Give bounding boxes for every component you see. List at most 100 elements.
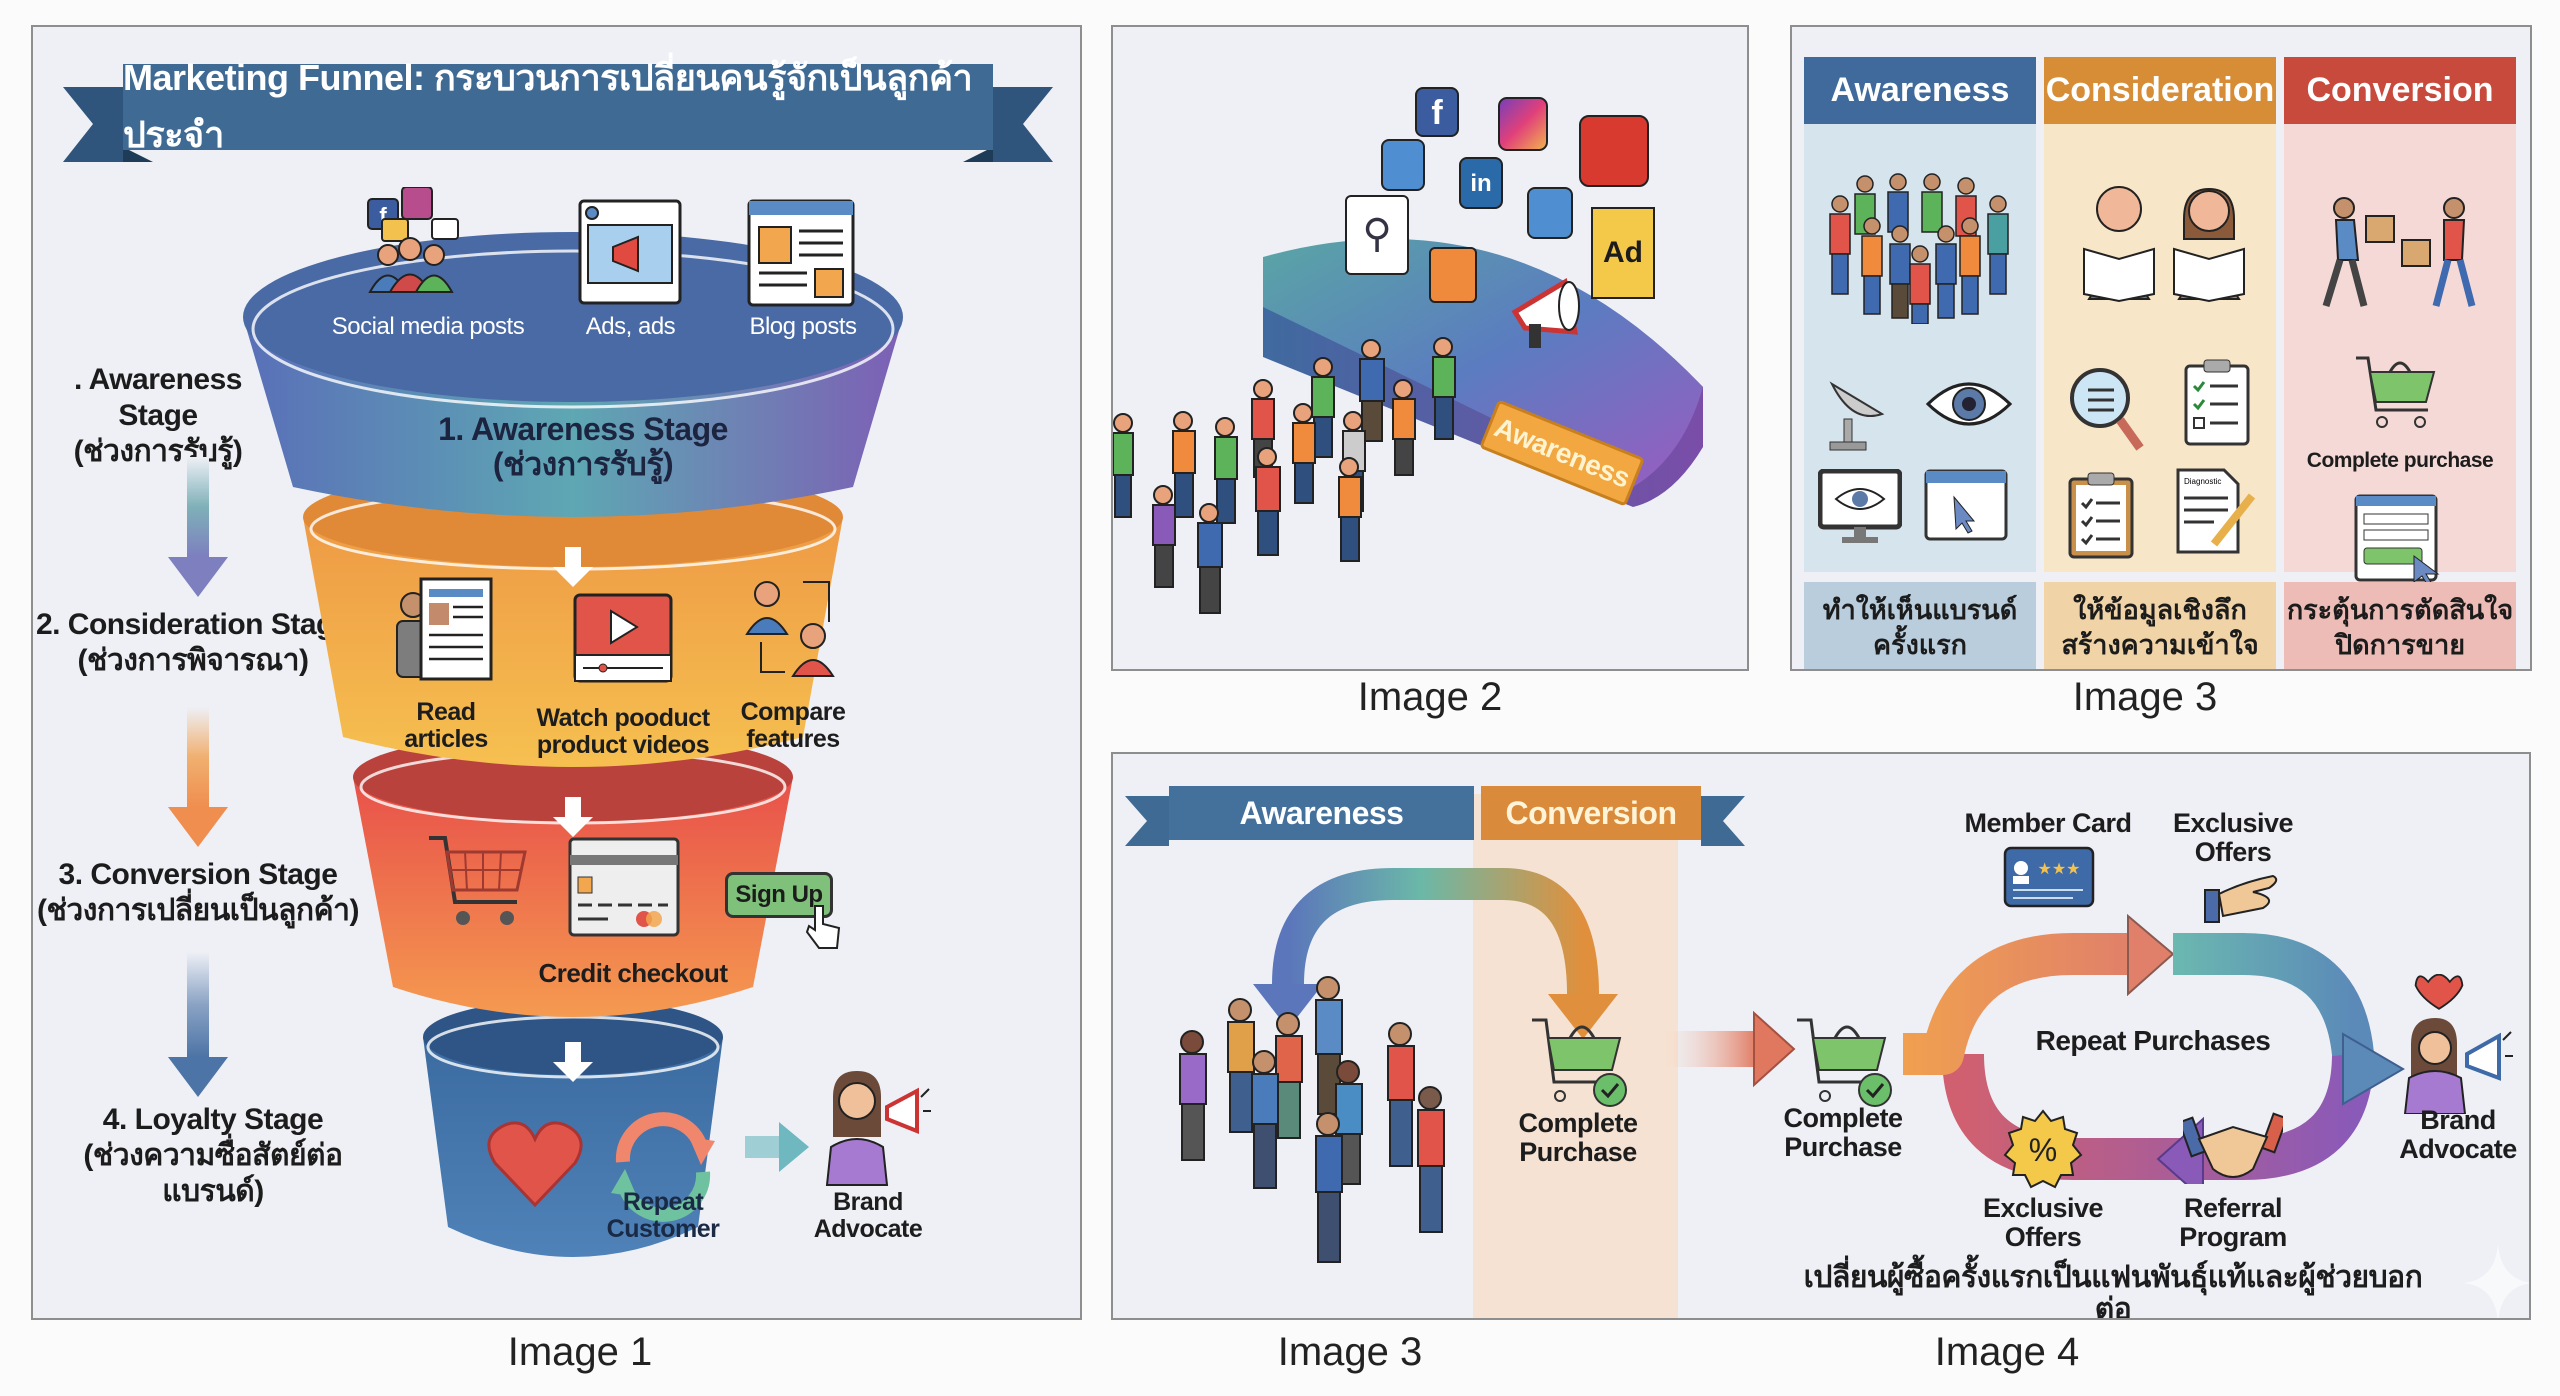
read-line-1: Read [416, 698, 476, 726]
member-card-label: Member Card [1964, 808, 2132, 838]
funnel-title: Marketing Funnel: กระบวนการเปลี่ยนคนรู้จ… [123, 57, 973, 155]
side-stage-consideration-thai: (ช่วงการพิจารณา) [77, 644, 309, 677]
column-consideration-header: Consideration [2044, 57, 2276, 124]
column-conversion-footer: กระตุ้นการตัดสินใจปิดการขาย [2284, 582, 2516, 669]
exclusive-offers-top: Exclusive Offers [2163, 808, 2303, 868]
package-handoff-icon [2322, 197, 2476, 308]
column-conversion-header: Conversion [2284, 57, 2516, 124]
ribbon-awareness: Awareness [1239, 794, 1404, 831]
column-awareness-body [1804, 124, 2036, 572]
side-stage-awareness-thai: (ช่วงการรับรู้) [73, 435, 243, 468]
document-pen-icon: Diagnostic [2176, 468, 2256, 554]
heart-icon [487, 1121, 583, 1208]
discount-badge-icon: % [2003, 1109, 2083, 1189]
advocate-line-1: Brand [833, 1188, 903, 1216]
cart-check-icon-2 [1797, 1018, 1892, 1107]
repeat-cycle-icon [611, 1112, 715, 1222]
compare-line-2: features [746, 725, 840, 753]
side-stage-conversion-name: 3. Conversion Stage [58, 858, 338, 891]
signup-form-icon [2354, 494, 2440, 584]
magnifier-list-icon [2070, 368, 2144, 451]
compare-features-icon [745, 581, 835, 677]
ad-badge: Ad [1603, 236, 1643, 269]
top-item-blog: Blog posts [749, 313, 857, 340]
transition-arrow-icon [1658, 1010, 1796, 1088]
side-arrow-3-icon [168, 952, 228, 1097]
consideration-watch-videos: Watch pooduct product videos [533, 705, 713, 759]
document-title: Diagnostic [2184, 477, 2221, 486]
crowd-icon [1829, 173, 2009, 324]
caption-image-1: Image 1 [507, 1330, 653, 1374]
linkedin-icon: in [1459, 157, 1503, 209]
panel-awareness-platform: f in ⚲ Ad Awareness [1111, 25, 1749, 671]
exclusive-bottom-line1: Exclusive [1982, 1193, 2104, 1223]
column-awareness-header: Awareness [1804, 57, 2036, 124]
exclusive-bottom-line2: Offers [2004, 1222, 2082, 1253]
read-line-2: articles [404, 725, 488, 753]
svg-text:f: f [379, 203, 387, 228]
monitor-eye-icon [1818, 469, 1902, 543]
side-stage-awareness: . Awareness Stage (ช่วงการรับรู้) [33, 362, 283, 470]
ribbon-conversion: Conversion [1505, 794, 1677, 831]
awareness-footer-line-2: ครั้งแรก [1873, 630, 1967, 660]
member-card-icon: ★★★ [2003, 846, 2095, 908]
complete-purchase-1-line2: Purchase [1519, 1137, 1637, 1168]
consideration-footer-line-1: ให้ข้อมูลเชิงลึก [2073, 594, 2247, 625]
column-conversion-body: Complete purchase [2284, 124, 2516, 584]
facebook-icon: f [1415, 87, 1459, 137]
brand-advocate-label: Brand Advocate [803, 1189, 933, 1243]
consideration-footer-line-2: สร้างความเข้าใจ [2061, 630, 2259, 660]
shopping-cart-icon [429, 836, 527, 925]
discount-symbol: % [2029, 1132, 2057, 1168]
referral-line2: Program [2179, 1222, 2287, 1253]
column-awareness-title: Awareness [1830, 71, 2010, 109]
column-conversion-title: Conversion [2306, 71, 2494, 109]
pointer-hand-icon [805, 905, 841, 949]
conversion-credit-checkout: Credit checkout [538, 958, 729, 988]
side-arrow-1-icon [168, 457, 228, 597]
repeat-line-1: Repeat [622, 1188, 704, 1216]
top-item-ads: Ads, ads [585, 313, 676, 340]
watch-line-1: Watch pooduct [536, 704, 710, 732]
ads-icon [578, 199, 682, 305]
exclusive-offers-bottom: Exclusive Offers [1973, 1193, 2113, 1253]
title-ribbon-shape [63, 64, 1053, 162]
top-item-social: Social media posts [331, 313, 525, 340]
exclusive-top-line2: Offers [2194, 837, 2272, 868]
compare-line-1: Compare [740, 698, 846, 726]
twitter-icon [1381, 139, 1425, 191]
consideration-read-articles: Read articles [391, 699, 501, 753]
brand-advocate-label-2: Brand Advocate [2383, 1105, 2529, 1165]
brand-advocate-icon [825, 1071, 931, 1186]
watch-line-2: product videos [536, 731, 710, 759]
funnel-awareness-thai: (ช่วงการรับรู้) [492, 445, 674, 482]
side-stage-consideration-name: 2. Consideration Stage [35, 608, 351, 641]
handshake-icon [2183, 1112, 2283, 1178]
caption-image-4: Image 4 [1934, 1330, 2080, 1374]
caption-image-2: Image 2 [1357, 675, 1503, 719]
column-consideration-footer: ให้ข้อมูลเชิงลึกสร้างความเข้าใจ [2044, 582, 2276, 669]
repeat-purchases-label: Repeat Purchases [2035, 1025, 2271, 1056]
complete-purchase-1: Complete Purchase [1498, 1108, 1658, 1168]
checklist-clipboard-icon [2184, 359, 2250, 446]
caption-image-3-top: Image 3 [2072, 675, 2218, 719]
brand-advocate-line2: Advocate [2399, 1134, 2517, 1165]
conversion-footer-line-2: ปิดการขาย [2334, 630, 2466, 660]
reading-people-icon [2083, 186, 2245, 303]
sparkle-icon [2463, 1244, 2529, 1318]
caption-image-3-bottom: Image 3 [1277, 1330, 1423, 1374]
blog-icon [747, 199, 855, 307]
satellite-dish-icon [1829, 381, 1885, 451]
column-awareness-footer: ทำให้เห็นแบรนด์ครั้งแรก [1804, 582, 2036, 669]
browser-cursor-icon [1924, 469, 2008, 541]
panel-marketing-funnel: Marketing Funnel: กระบวนการเปลี่ยนคนรู้จ… [31, 25, 1082, 1320]
twitter-icon-2 [1527, 187, 1573, 239]
cart-check-icon-1 [1532, 1018, 1627, 1107]
side-stage-conversion: 3. Conversion Stage (ช่วงการเปลี่ยนเป็นล… [33, 857, 363, 929]
complete-purchase-2: Complete Purchase [1768, 1103, 1918, 1162]
side-stage-loyalty: 4. Loyalty Stage (ช่วงความซื่อสัตย์ต่อแบ… [33, 1102, 393, 1210]
cart-icon [2356, 356, 2436, 428]
stage-ribbon [1125, 786, 1745, 846]
brand-advocate-megaphone-icon [2403, 974, 2513, 1114]
loyalty-repeat-customer: Repeat Customer [593, 1189, 733, 1243]
